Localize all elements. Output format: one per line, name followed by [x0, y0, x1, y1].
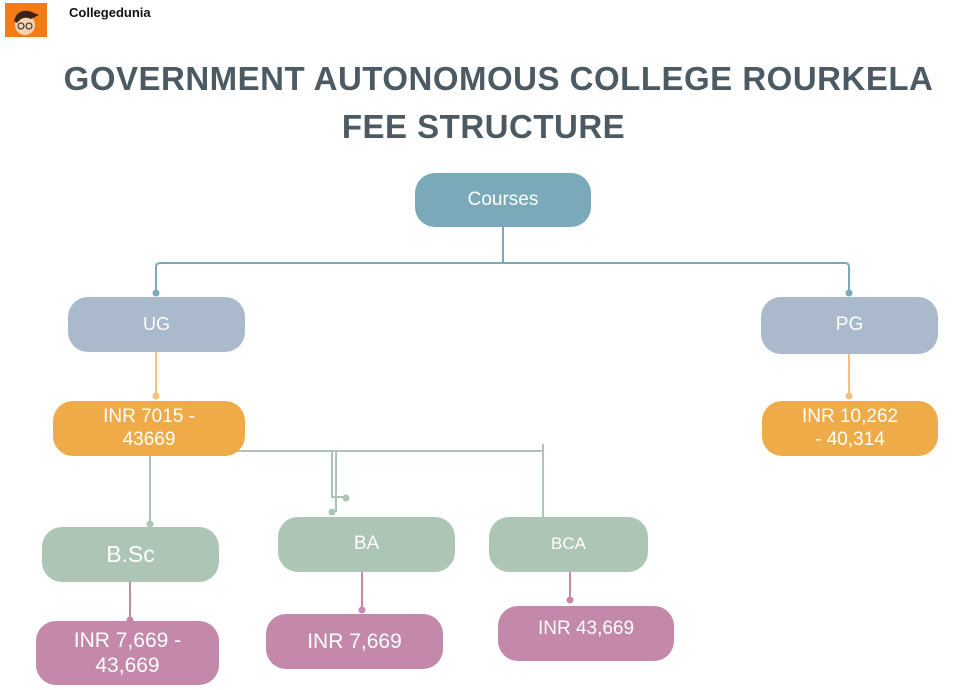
node-pg-fee: INR 10,262 - 40,314 [762, 401, 938, 456]
fee-line2: - 40,314 [815, 428, 885, 450]
node-ug-fee: INR 7015 - 43669 [53, 401, 245, 456]
page-title-line2: FEE STRUCTURE [341, 108, 626, 145]
node-bca: BCA [489, 517, 648, 572]
fee-line1: INR 7,669 [307, 629, 402, 653]
node-label: B.Sc [106, 540, 155, 567]
node-ba: BA [278, 517, 455, 572]
fee-line2: 43,669 [95, 654, 160, 677]
node-label: UG [143, 313, 170, 334]
node-label: BCA [551, 534, 586, 554]
page-title-line1: GOVERNMENT AUTONOMOUS COLLEGE ROURKELA [63, 60, 934, 97]
node-bsc-fee: INR 7,669 - 43,669 [36, 621, 219, 685]
node-bsc: B.Sc [42, 527, 219, 582]
fee-line2: 43669 [122, 428, 176, 450]
mascot-avatar-icon [5, 3, 47, 37]
node-ba-fee: INR 7,669 [266, 614, 443, 669]
brand-name: Collegedunia [69, 5, 151, 20]
node-courses: Courses [415, 173, 591, 227]
fee-line1: INR 7,669 - [73, 628, 182, 652]
node-ug: UG [68, 297, 245, 352]
node-pg: PG [761, 297, 938, 354]
node-label: BA [353, 533, 380, 555]
fee-line1: INR 43,669 [537, 618, 635, 639]
fee-line1: INR 7015 - [103, 405, 195, 427]
node-bca-fee: INR 43,669 [498, 606, 674, 661]
node-label: Courses [467, 188, 539, 210]
fee-line1: INR 10,262 [801, 405, 899, 427]
node-label: PG [835, 314, 864, 336]
